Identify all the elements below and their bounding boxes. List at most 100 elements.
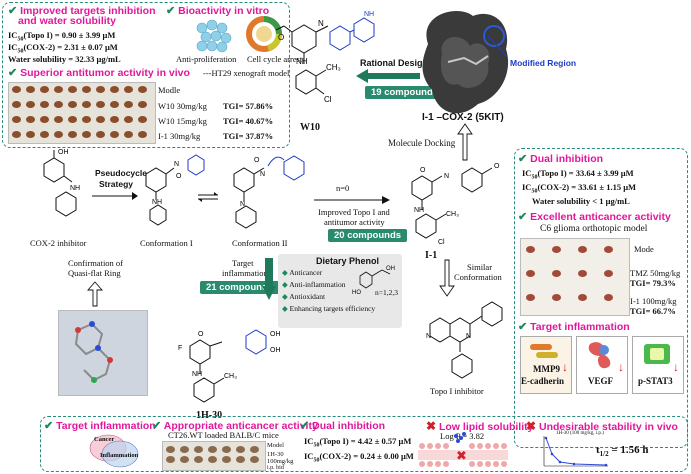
docking-up-arrow bbox=[457, 123, 473, 161]
quasi-up-arrow bbox=[87, 281, 103, 307]
similar-label: Similar bbox=[467, 262, 493, 272]
pstat3-icon bbox=[644, 344, 670, 364]
row-tgi-3: TGI= 37.87% bbox=[223, 131, 274, 141]
svg-text:CH₃: CH₃ bbox=[446, 211, 459, 218]
tumor-sample bbox=[250, 446, 259, 453]
right-ic50-topo: IC50(Topo I) = 33.64 ± 3.99 μM bbox=[522, 168, 634, 181]
svg-text:Cl: Cl bbox=[324, 95, 332, 104]
marker-vegf: VEGF bbox=[588, 376, 614, 386]
bottom-target-title-text: Target inflammation bbox=[56, 420, 156, 432]
svg-text:O: O bbox=[420, 167, 426, 174]
svg-text:OH: OH bbox=[270, 347, 281, 354]
tumor-sample bbox=[82, 101, 91, 108]
tumor-sample bbox=[138, 86, 147, 93]
n-equals-zero: n=0 bbox=[336, 183, 350, 193]
tumor-sample bbox=[40, 101, 49, 108]
compounds-19-badge: 19 compounds bbox=[365, 86, 445, 99]
w10-label: W10 bbox=[300, 122, 320, 133]
svg-text:O: O bbox=[176, 173, 182, 180]
tumor-sample bbox=[26, 86, 35, 93]
inflammation-down-arrow bbox=[262, 258, 276, 300]
check-icon: ✔ bbox=[518, 211, 528, 223]
right-target-title: ✔ Target inflammation bbox=[518, 320, 630, 333]
dietary-item-label: Anti-inflammation bbox=[289, 280, 346, 289]
venn-cancer: Cancer bbox=[94, 436, 115, 443]
tumor-sample bbox=[82, 116, 91, 123]
row-tgi-1: TGI= 57.86% bbox=[223, 101, 274, 111]
tumor-sample bbox=[180, 446, 189, 453]
tumor-sample bbox=[68, 86, 77, 93]
tumor-sample bbox=[110, 131, 119, 138]
svg-text:CH₃: CH₃ bbox=[326, 63, 341, 72]
row-label-0: Modle bbox=[158, 85, 181, 95]
conformation-1-structure: N O NH bbox=[145, 154, 205, 226]
tumor-sample bbox=[552, 270, 561, 277]
1h30-structure: F O OH OH NH CH₃ bbox=[178, 329, 281, 403]
low-lipid-title-text: Low lipid solubility bbox=[438, 421, 534, 433]
tumor-sample bbox=[68, 131, 77, 138]
check-icon: ✔ bbox=[300, 420, 310, 432]
right-anticancer-title-text: Excellent anticancer activity bbox=[530, 211, 671, 223]
tumor-sample bbox=[54, 116, 63, 123]
tumor-sample bbox=[54, 86, 63, 93]
svg-text:O: O bbox=[198, 331, 204, 338]
compounds-21-badge: 21 compounds bbox=[200, 281, 280, 294]
svg-text:OH: OH bbox=[58, 149, 69, 156]
molecule-docking-label: Molecule Docking bbox=[388, 138, 456, 148]
tumor-sample bbox=[604, 294, 613, 301]
bioactivity-title-text: Bioactivity in vitro bbox=[178, 5, 270, 17]
tumor-sample bbox=[54, 101, 63, 108]
ct26-dose-3: i.p. bid bbox=[267, 465, 284, 471]
tumor-sample bbox=[166, 456, 175, 463]
cox2-inhibitor-label: COX-2 inhibitor bbox=[30, 238, 87, 248]
phenol-structure: OH HO bbox=[352, 266, 395, 296]
bottom-dual-title: ✔ Dual inhibition bbox=[300, 419, 385, 432]
tumor-sample bbox=[222, 456, 231, 463]
row-tgi-2: TGI= 40.67% bbox=[223, 116, 274, 126]
tumor-sample bbox=[40, 86, 49, 93]
svg-text:N: N bbox=[240, 201, 245, 208]
cox2-inhibitor-structure: OH NH bbox=[43, 149, 80, 217]
tumor-sample bbox=[68, 116, 77, 123]
membrane-diagram: ✖ bbox=[418, 432, 508, 467]
tumor-sample bbox=[138, 101, 147, 108]
dietary-item-label: Anticancer bbox=[289, 268, 323, 277]
tumor-sample bbox=[40, 131, 49, 138]
check-icon: ✔ bbox=[518, 153, 528, 165]
down-arrow-vegf: ↓ bbox=[618, 360, 624, 374]
tumor-sample bbox=[26, 101, 35, 108]
svg-text:OH: OH bbox=[386, 266, 395, 272]
cross-icon: ✖ bbox=[426, 419, 437, 433]
tumor-sample bbox=[138, 116, 147, 123]
xenograft-label: ---HT29 xenograft model bbox=[203, 68, 290, 78]
tumor-sample bbox=[578, 270, 587, 277]
tumor-sample bbox=[12, 116, 21, 123]
svg-text:NH: NH bbox=[70, 185, 80, 192]
tumor-sample bbox=[222, 446, 231, 453]
modified-region-label: Modified Region bbox=[510, 58, 577, 68]
marker-card-mmp9 bbox=[520, 336, 572, 394]
row-label-3: I-1 30mg/kg bbox=[158, 131, 201, 141]
cell-cycle-label: Cell cycle arrest bbox=[247, 54, 303, 64]
dietary-item: ◆ Anti-inflammation bbox=[282, 280, 346, 289]
stability-title: ✖ Undesirable stability in vivo bbox=[526, 419, 678, 433]
antiprolif-label: Anti-proliferation bbox=[176, 54, 237, 64]
right-row-label-2: I-1 100mg/kg bbox=[630, 296, 677, 306]
tumor-sample bbox=[110, 101, 119, 108]
pk-curve bbox=[543, 436, 608, 467]
conformation-label: Conformation bbox=[454, 272, 502, 282]
tumor-sample bbox=[194, 446, 203, 453]
svg-text:OH: OH bbox=[270, 331, 281, 338]
tumor-sample bbox=[604, 270, 613, 277]
rational-design-label: Rational Design bbox=[360, 58, 429, 68]
docking-surface bbox=[422, 11, 509, 114]
dietary-item-label: Antioxidant bbox=[289, 292, 326, 301]
svg-text:NH: NH bbox=[152, 199, 162, 206]
tumor-sample bbox=[250, 456, 259, 463]
tumor-sample bbox=[180, 456, 189, 463]
bottom-dual-title-text: Dual inhibition bbox=[312, 420, 386, 432]
row-label-2: W10 15mg/kg bbox=[158, 116, 207, 126]
tumor-sample bbox=[208, 456, 217, 463]
conformation-1-label: Conformation I bbox=[140, 238, 193, 248]
tumor-sample bbox=[208, 446, 217, 453]
